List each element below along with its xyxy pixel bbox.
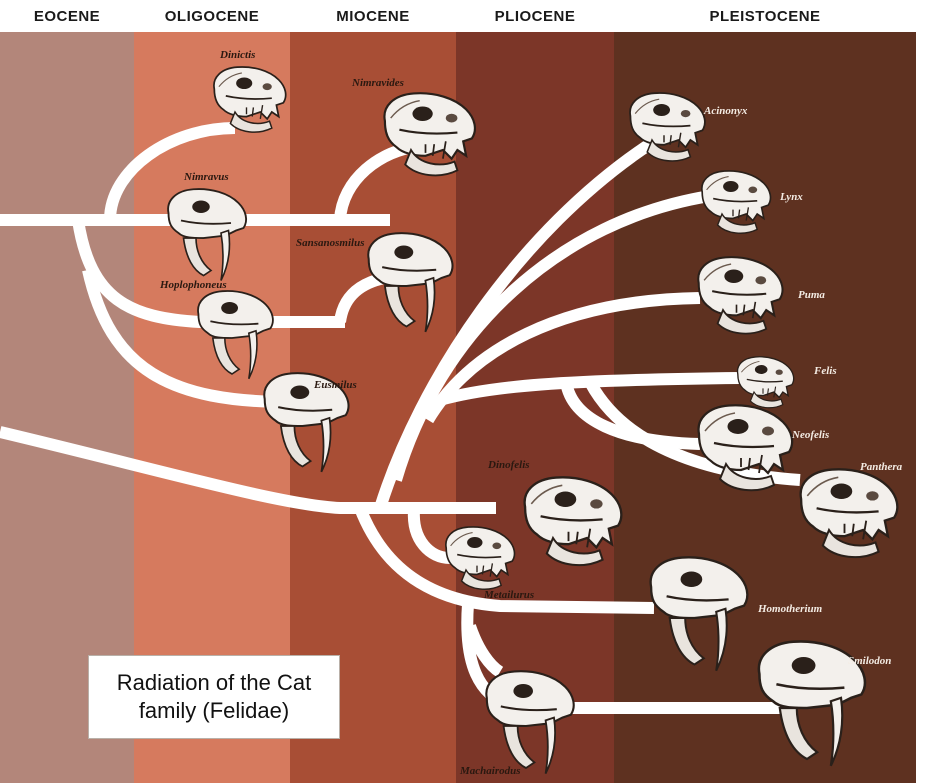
label-homotherium: Homotherium bbox=[757, 603, 823, 615]
label-lynx: Lynx bbox=[779, 191, 803, 203]
label-hoplophoneus: Hoplophoneus bbox=[159, 279, 227, 291]
label-felis: Felis bbox=[813, 365, 837, 377]
label-acinonyx: Acinonyx bbox=[703, 105, 748, 117]
label-sansanosmilus: Sansanosmilus bbox=[296, 237, 364, 249]
label-machairodus: Machairodus bbox=[459, 765, 521, 777]
label-neofelis: Neofelis bbox=[791, 429, 829, 441]
label-eusmilus: Eusmilus bbox=[313, 379, 357, 391]
label-metailurus: Metailurus bbox=[483, 589, 534, 601]
label-smilodon: Smilodon bbox=[848, 655, 891, 667]
label-panthera: Panthera bbox=[860, 461, 903, 473]
label-nimravides: Nimravides bbox=[351, 77, 404, 89]
label-dinofelis: Dinofelis bbox=[487, 459, 530, 471]
label-puma: Puma bbox=[798, 289, 825, 301]
label-dinictis: Dinictis bbox=[219, 49, 255, 61]
caption-text: Radiation of the Cat family (Felidae) bbox=[117, 669, 311, 725]
label-nimravus: Nimravus bbox=[183, 171, 229, 183]
caption-box: Radiation of the Cat family (Felidae) bbox=[88, 655, 340, 739]
